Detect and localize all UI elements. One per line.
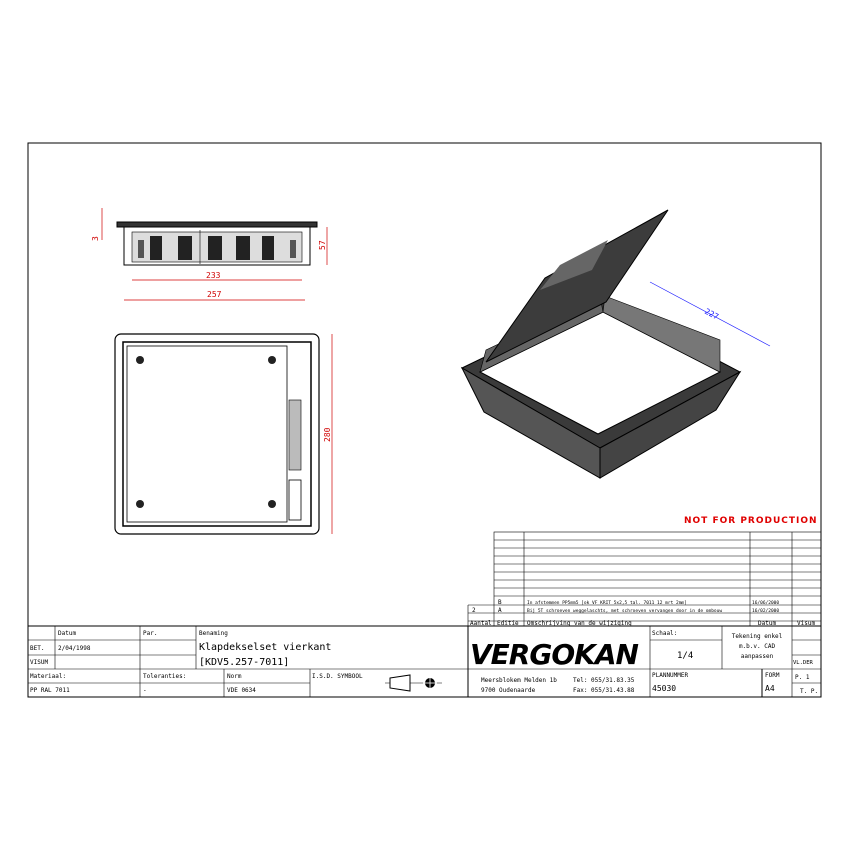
norm-label: Norm — [227, 673, 242, 680]
title-block: Datum Par. Benaming BET. 2/04/1998 VISUM… — [28, 625, 821, 697]
rev-a-editie: A — [498, 607, 502, 614]
schaal-label: Schaal: — [652, 630, 677, 637]
header-visum: Visum — [797, 620, 815, 627]
elevation-view: 3 57 233 257 — [91, 208, 328, 301]
projection-symbol-icon — [385, 674, 442, 692]
form-label: FORM — [765, 672, 780, 679]
visum-label: VISUM — [30, 659, 48, 666]
planummer-value: 45030 — [652, 684, 676, 693]
dimension-227: 227 — [703, 307, 720, 322]
isometric-view: 227 — [460, 209, 771, 479]
drawing-title: Klapdekselset vierkant — [199, 642, 331, 653]
rev-b-editie: B — [498, 599, 502, 606]
header-omschrijving: Omschrijving van de wijziging — [527, 620, 632, 627]
dimension-280: 280 — [323, 427, 332, 442]
bet-label: BET. — [30, 645, 44, 652]
note-line-2: m.b.v. CAD — [739, 643, 776, 650]
address-line-2: 9700 Oudenaarde — [481, 687, 536, 694]
benaming-label: Benaming — [199, 630, 228, 637]
rev-a-date: 16/02/2000 — [752, 608, 779, 614]
note-line-3: aanpassen — [741, 653, 774, 660]
materiaal-label: Materiaal: — [30, 673, 66, 680]
rev-b-description: In afstemmen PP5mm5 [ok VF KRIT 5x2,5 ta… — [527, 600, 687, 606]
vl-der: VL.DER — [793, 660, 814, 666]
par-label: Par. — [143, 630, 157, 637]
header-datum: Datum — [758, 620, 776, 627]
not-for-production-stamp: NOT FOR PRODUCTION — [684, 516, 818, 526]
revision-table: B In afstemmen PP5mm5 [ok VF KRIT 5x2,5 … — [467, 531, 822, 627]
header-editie: Editie — [497, 620, 519, 627]
page-total: T. P. — [800, 688, 818, 695]
planummer-label: PLANNUMMER — [652, 672, 689, 679]
dimension-257: 257 — [207, 290, 222, 299]
isd-symbol-label: I.S.D. SYMBOOL — [312, 673, 363, 680]
drawing-code: [KDV5.257-7011] — [199, 657, 289, 668]
page-number: P. 1 — [795, 674, 810, 681]
dimension-233: 233 — [206, 271, 221, 280]
toleranties-value: - — [143, 687, 147, 694]
telephone: Tel: 055/31.83.35 — [573, 677, 635, 684]
form-value: A4 — [765, 684, 775, 693]
vergokan-logo: VERGOKAN — [470, 638, 639, 671]
datum-label: Datum — [58, 630, 76, 637]
materiaal-value: PP RAL 7011 — [30, 687, 70, 694]
rev-a-description: Bij 5T schroeven weggelaschts, met schro… — [527, 608, 722, 614]
bet-date: 2/04/1998 — [58, 645, 91, 652]
rev-a-aantal: 2 — [472, 607, 476, 614]
header-aantal: Aantal — [470, 620, 492, 627]
plan-view: 280 — [114, 333, 333, 535]
drawing-frame — [27, 142, 822, 698]
rev-b-date: 16/06/2000 — [752, 600, 779, 606]
address-line-1: Meersblokem Melden 1b — [481, 677, 557, 684]
dimension-57: 57 — [318, 240, 327, 250]
dimension-3: 3 — [91, 236, 100, 241]
schaal-value: 1/4 — [677, 651, 693, 661]
note-line-1: Tekening enkel — [732, 633, 783, 640]
norm-value: VDE 0634 — [227, 687, 256, 694]
fax: Fax: 055/31.43.88 — [573, 687, 635, 694]
toleranties-label: Toleranties: — [143, 673, 186, 680]
